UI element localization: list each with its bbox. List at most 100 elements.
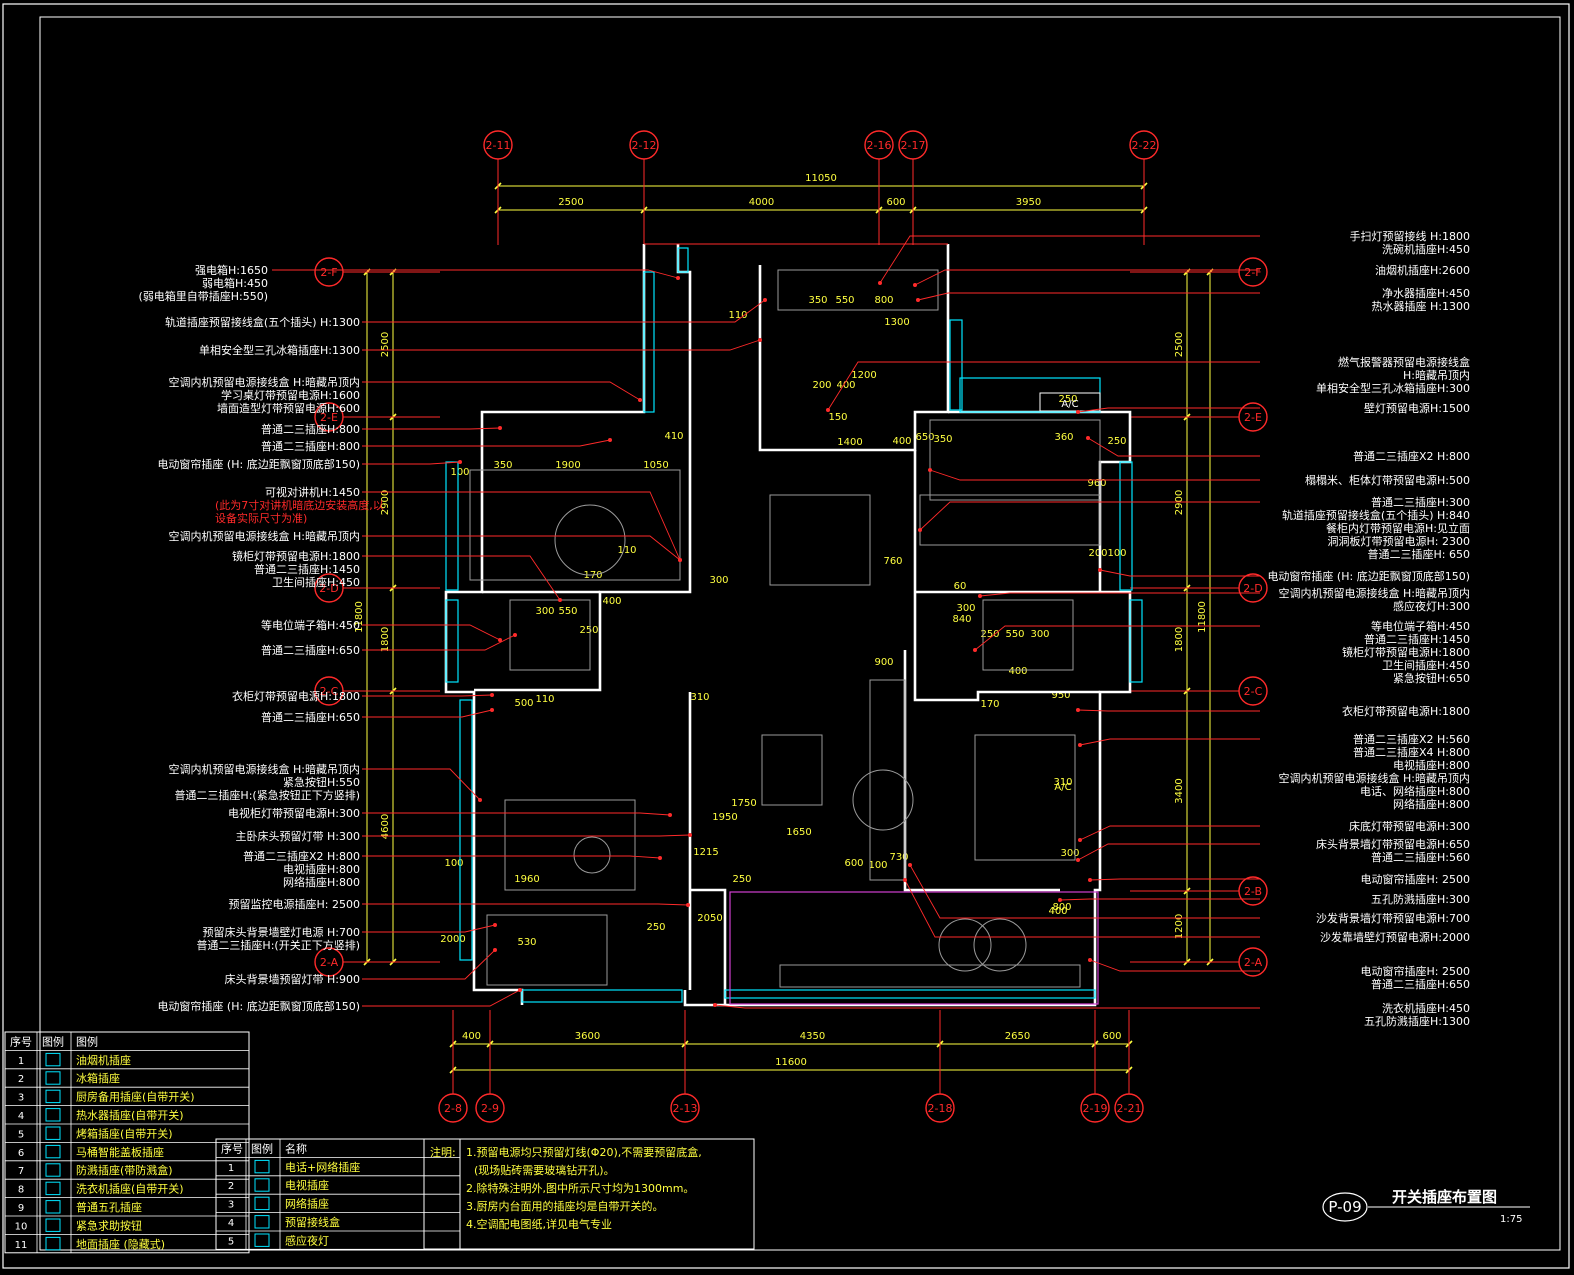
leader-line-right — [919, 501, 1260, 531]
right-label-7: 轨道插座预留接线盒(五个插头) H:840 — [1282, 508, 1470, 522]
furniture-outline — [982, 599, 1074, 671]
axis-bottom-2-8-label: 2-8 — [444, 1102, 462, 1115]
legend-left-symbol-icon — [45, 1071, 61, 1085]
leader-dot — [913, 283, 917, 287]
leader-line-right — [1077, 407, 1260, 413]
leader-dot — [490, 693, 494, 697]
legend-left-index: 9 — [18, 1203, 24, 1214]
right-label-11: 衣柜灯带预留电源H:1800 — [1342, 704, 1470, 718]
leader-line-right — [1077, 709, 1260, 712]
leader-dot — [638, 398, 642, 402]
left-label-3: 墙面造型灯带预留电源H:600 — [217, 401, 360, 415]
right-label-10: 等电位端子箱H:450 — [1371, 619, 1470, 633]
dim-top-parts-text: 3950 — [1016, 197, 1041, 208]
leader-dot — [826, 408, 830, 412]
leader-dot — [918, 528, 922, 532]
leader-dot — [1078, 838, 1082, 842]
leader-line-right — [914, 269, 1260, 286]
inner-dimension: 800 — [1052, 902, 1071, 913]
right-label-9: 空调内机预留电源接线盒 H:暗藏吊顶内 — [1279, 586, 1470, 600]
left-label-15: 空调内机预留电源接线盒 H:暗藏吊顶内 — [169, 762, 360, 776]
window-glazing — [445, 599, 459, 683]
legend-right-index: 4 — [228, 1218, 234, 1229]
inner-dimension: 110 — [535, 694, 554, 705]
window-glazing — [1129, 599, 1143, 683]
leader-dot — [608, 438, 612, 442]
axis-bottom-2-21-label: 2-21 — [1117, 1102, 1142, 1115]
right-label-3: 燃气报警器预留电源接线盒 — [1338, 355, 1470, 369]
dim-right-parts-text: 2500 — [1174, 332, 1185, 357]
leader-dot — [498, 638, 502, 642]
window-glazing — [959, 377, 1101, 413]
legend-right-index: 2 — [228, 1181, 234, 1192]
dim-left-parts-text: 1800 — [380, 627, 391, 652]
inner-dimension: 400 — [1048, 906, 1067, 917]
legend-left-index: 10 — [15, 1221, 28, 1232]
right-label-9: 感应夜灯H:300 — [1393, 599, 1470, 613]
inner-dimension: 400 — [836, 380, 855, 391]
dim-right-parts-text: 1200 — [1174, 914, 1185, 939]
legend-left-index: 1 — [18, 1056, 24, 1067]
right-label-16: 五孔防溅插座H:300 — [1371, 892, 1470, 906]
legend-right-item: 感应夜灯 — [285, 1233, 329, 1247]
dim-top-total-text: 11050 — [805, 173, 837, 184]
right-label-12: 普通二三插座X2 H:560 — [1353, 732, 1470, 746]
inner-frame — [39, 16, 1561, 1251]
inner-dimension: 300 — [1060, 848, 1079, 859]
inner-dimension: 310 — [1053, 777, 1072, 788]
leader-dot — [518, 988, 522, 992]
dim-bottom-parts-text: 2650 — [1005, 1031, 1030, 1042]
left-label-2: 单相安全型三孔冰箱插座H:1300 — [199, 343, 360, 357]
inner-dimension: 100 — [450, 467, 469, 478]
furniture-outline — [769, 494, 871, 586]
dim-bottom-parts-text: 3600 — [575, 1031, 600, 1042]
wall-layer: A/C — [444, 243, 1143, 1007]
leader-line-right — [714, 1004, 1260, 1009]
dim-left-total-text: 11800 — [354, 601, 365, 633]
leader-dot — [1076, 858, 1080, 862]
notes-line: 2.除特殊注明外,图中所示尺寸均为1300mm。 — [466, 1181, 694, 1195]
leader-dot — [1076, 410, 1080, 414]
leader-line-right — [1089, 959, 1260, 972]
wall-segment — [913, 450, 1100, 702]
legend-left-item: 厨房备用插座(自带开关) — [76, 1090, 195, 1104]
leader-line-right — [979, 592, 1260, 597]
axis-bottom-2-19-label: 2-19 — [1083, 1102, 1108, 1115]
left-label-11: 等电位端子箱H:450 — [261, 618, 360, 632]
inner-dimension: 250 — [1107, 436, 1126, 447]
leader-line-left — [362, 855, 661, 859]
right-label-12: 网络插座H:800 — [1393, 797, 1470, 811]
furniture-outline — [504, 799, 636, 891]
leader-dot — [1086, 436, 1090, 440]
window-glazing — [643, 271, 655, 413]
dim-top-parts-text: 4000 — [749, 197, 774, 208]
right-label-7: 普通二三插座H:300 — [1371, 495, 1470, 509]
inner-dimension: 250 — [980, 629, 999, 640]
legend-right-index: 1 — [228, 1163, 234, 1174]
right-label-19: 电动窗帘插座H: 2500 — [1361, 964, 1470, 978]
window-glazing — [521, 989, 683, 1003]
notes-line: 1.预留电源均只预留灯线(Φ20),不需要预留底盒, — [466, 1145, 702, 1159]
right-label-20: 洗衣机插座H:450 — [1382, 1001, 1470, 1015]
legend-left-symbol-icon — [45, 1108, 61, 1122]
window-glazing — [724, 989, 1096, 999]
balcony-outline — [729, 891, 1099, 1005]
left-label-10: 普通二三插座H:1450 — [254, 562, 360, 576]
right-label-10: 普通二三插座H:1450 — [1364, 632, 1470, 646]
leader-dot — [878, 281, 882, 285]
right-annotation-labels: 手扫灯预留接线 H:1800洗碗机插座H:450油烟机插座H:2600净水器插座… — [1267, 229, 1470, 1028]
right-label-18: 沙发靠墙壁灯预留电源H:2000 — [1320, 930, 1470, 944]
left-label-20: 普通二三插座H:(开关正下方竖排) — [196, 938, 360, 952]
wall-segment — [690, 888, 727, 1005]
leader-line-right — [1087, 437, 1260, 457]
sheet-code: P-09 — [1328, 1198, 1361, 1216]
right-label-3: 单相安全型三孔冰箱插座H:300 — [1316, 381, 1470, 395]
legend-left-symbol-icon — [45, 1144, 61, 1159]
legend-right-symbol-icon — [254, 1215, 270, 1229]
furniture-outline — [779, 964, 1081, 988]
left-label-17: 主卧床头预留灯带 H:300 — [236, 829, 360, 843]
left-annotation-labels: 强电箱H:1650弱电箱H:450(弱电箱里自带插座H:550)轨道插座预留接线… — [138, 263, 383, 1013]
legend-left-item: 冰箱插座 — [76, 1071, 120, 1085]
leader-dot — [713, 1003, 717, 1007]
